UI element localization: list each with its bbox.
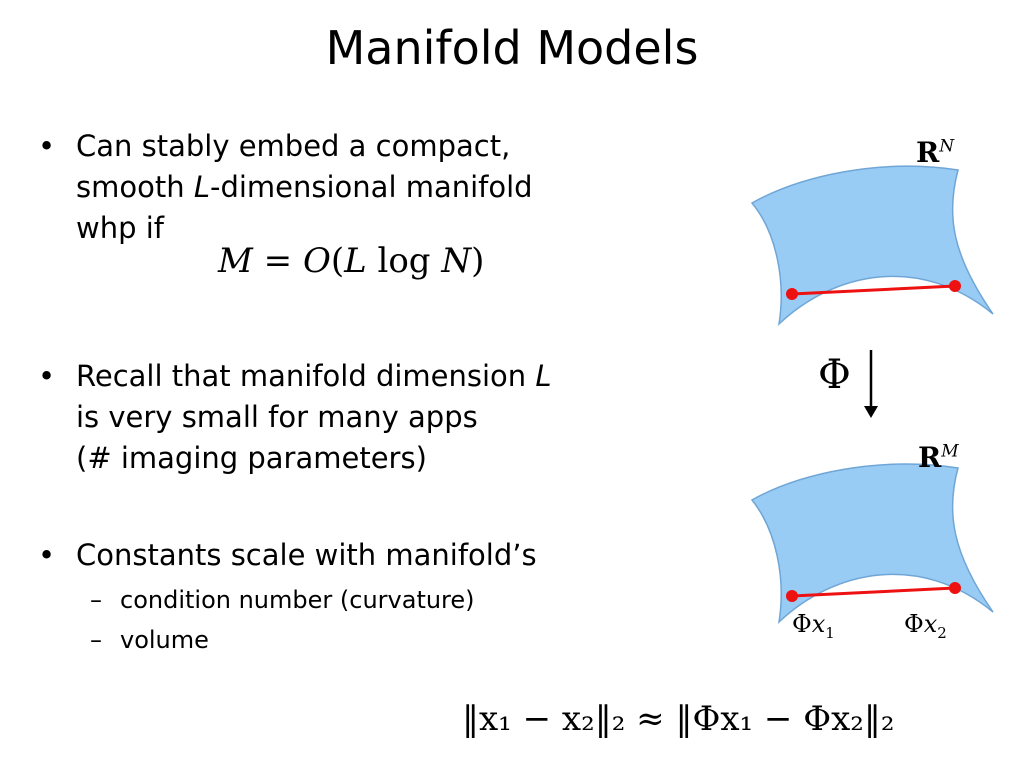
lower-point-1 [786, 590, 798, 602]
sub-item-1-text: condition number (curvature) [120, 586, 475, 614]
embedding-formula: M = O(L log N) [218, 236, 484, 286]
space-label-rn-exp: N [939, 136, 955, 157]
map-phi-label: Φ [818, 352, 851, 398]
sub-item-2: –volume [90, 620, 209, 660]
sub-dash: – [90, 586, 102, 614]
upper-point-1 [786, 288, 798, 300]
formula-open: ( [330, 241, 345, 281]
lower-point-2 [949, 582, 961, 594]
bullet-3-line-1: Constants scale with manifold’s [76, 538, 537, 572]
formula-eq: = [252, 241, 303, 281]
bullet-2-line-1-a: Recall that manifold dimension [76, 359, 536, 393]
upper-manifold-surface [750, 165, 994, 327]
space-label-rn: RN [916, 136, 954, 169]
bullet-dot: • [38, 538, 56, 572]
bullet-1-line-2-b: -dimensional manifold [209, 170, 533, 204]
space-label-rm-base: R [918, 441, 942, 474]
map-arrow-head [864, 406, 878, 418]
slide-title: Manifold Models [325, 21, 699, 75]
bullet-1-line-2: smooth L-dimensional manifold [76, 167, 533, 208]
bullet-2-line-3: (# imaging parameters) [76, 441, 427, 475]
bullet-dot: • [38, 129, 56, 163]
formula-l: L [344, 241, 367, 281]
bullet-2-line-1: Recall that manifold dimension L [76, 356, 552, 397]
upper-point-2 [949, 280, 961, 292]
space-label-rm: RM [918, 441, 959, 474]
point-2-sub: 2 [937, 623, 947, 642]
bullet-1-line-2-var: L [193, 170, 210, 204]
formula-o: O [302, 241, 331, 281]
sub-item-2-text: volume [120, 626, 209, 654]
bullet-2-text: Recall that manifold dimension L is very… [76, 356, 552, 479]
formula-log: log [366, 241, 442, 281]
bullet-dot: • [38, 359, 56, 393]
formula-n: N [441, 241, 472, 281]
formula-m: M [218, 241, 253, 281]
point-2-x: x [923, 610, 938, 638]
space-label-rm-exp: M [941, 441, 959, 462]
bullet-1-text: Can stably embed a compact, smooth L-dim… [76, 126, 533, 249]
point-1-x: x [811, 610, 826, 638]
space-label-rn-base: R [916, 136, 940, 169]
lower-manifold-surface [750, 463, 994, 625]
norm-preservation-formula: ‖x₁ − x₂‖₂ ≈ ‖Φx₁ − Φx₂‖₂ [462, 699, 895, 739]
bullet-1-line-2-a: smooth [76, 170, 194, 204]
point-2-label: Φx2 [904, 610, 947, 642]
sub-item-1: –condition number (curvature) [90, 580, 475, 620]
point-1-sub: 1 [825, 623, 835, 642]
bullet-2-line-2: is very small for many apps [76, 400, 478, 434]
formula-close: ) [471, 241, 485, 281]
point-1-phi: Φ [792, 610, 812, 638]
upper-chord [791, 284, 956, 296]
point-1-label: Φx1 [792, 610, 835, 642]
lower-chord [791, 586, 956, 598]
bullet-1-line-3: whp if [76, 211, 164, 245]
point-2-phi: Φ [904, 610, 924, 638]
bullet-1-line-1: Can stably embed a compact, [76, 129, 511, 163]
bullet-3-text: Constants scale with manifold’s [76, 535, 537, 576]
bullet-2-line-1-var: L [535, 359, 552, 393]
sub-dash: – [90, 626, 102, 654]
